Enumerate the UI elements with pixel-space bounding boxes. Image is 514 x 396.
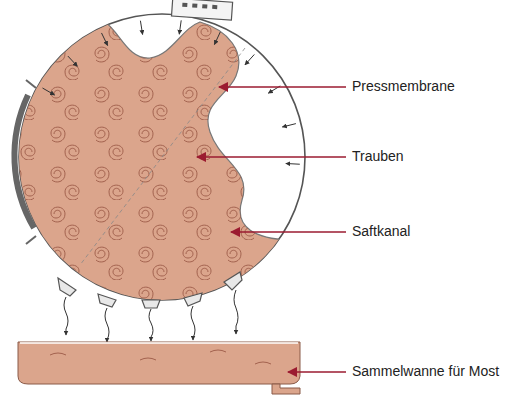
pressure-arrow bbox=[68, 56, 78, 66]
pressure-arrows bbox=[42, 20, 299, 164]
pressure-arrow bbox=[282, 124, 296, 127]
pressure-arrow bbox=[245, 54, 254, 64]
must-surface bbox=[50, 350, 271, 364]
callout-label: Pressmembrane bbox=[352, 79, 455, 94]
pressure-arrow bbox=[286, 163, 300, 165]
control-box bbox=[172, 0, 233, 20]
door-hinge bbox=[26, 80, 36, 244]
leader-lines bbox=[197, 87, 346, 372]
juice-channels bbox=[58, 272, 242, 308]
must-trough bbox=[18, 342, 300, 384]
callout-label: Trauben bbox=[352, 149, 404, 164]
pressure-arrow bbox=[179, 20, 181, 34]
grape-mass bbox=[15, 22, 310, 310]
pressure-arrow bbox=[42, 88, 54, 95]
pressure-arrow bbox=[102, 33, 108, 46]
trough-rim bbox=[20, 342, 298, 344]
drum-door bbox=[14, 95, 34, 228]
callout-label: Sammelwanne für Most bbox=[352, 364, 499, 379]
juice-drips bbox=[64, 290, 238, 342]
outlet-pipe bbox=[272, 384, 300, 394]
grape-texture bbox=[15, 22, 310, 310]
pressure-arrow bbox=[140, 21, 142, 35]
callout-label: Saftkanal bbox=[352, 224, 410, 239]
pressure-arrow bbox=[214, 32, 220, 45]
